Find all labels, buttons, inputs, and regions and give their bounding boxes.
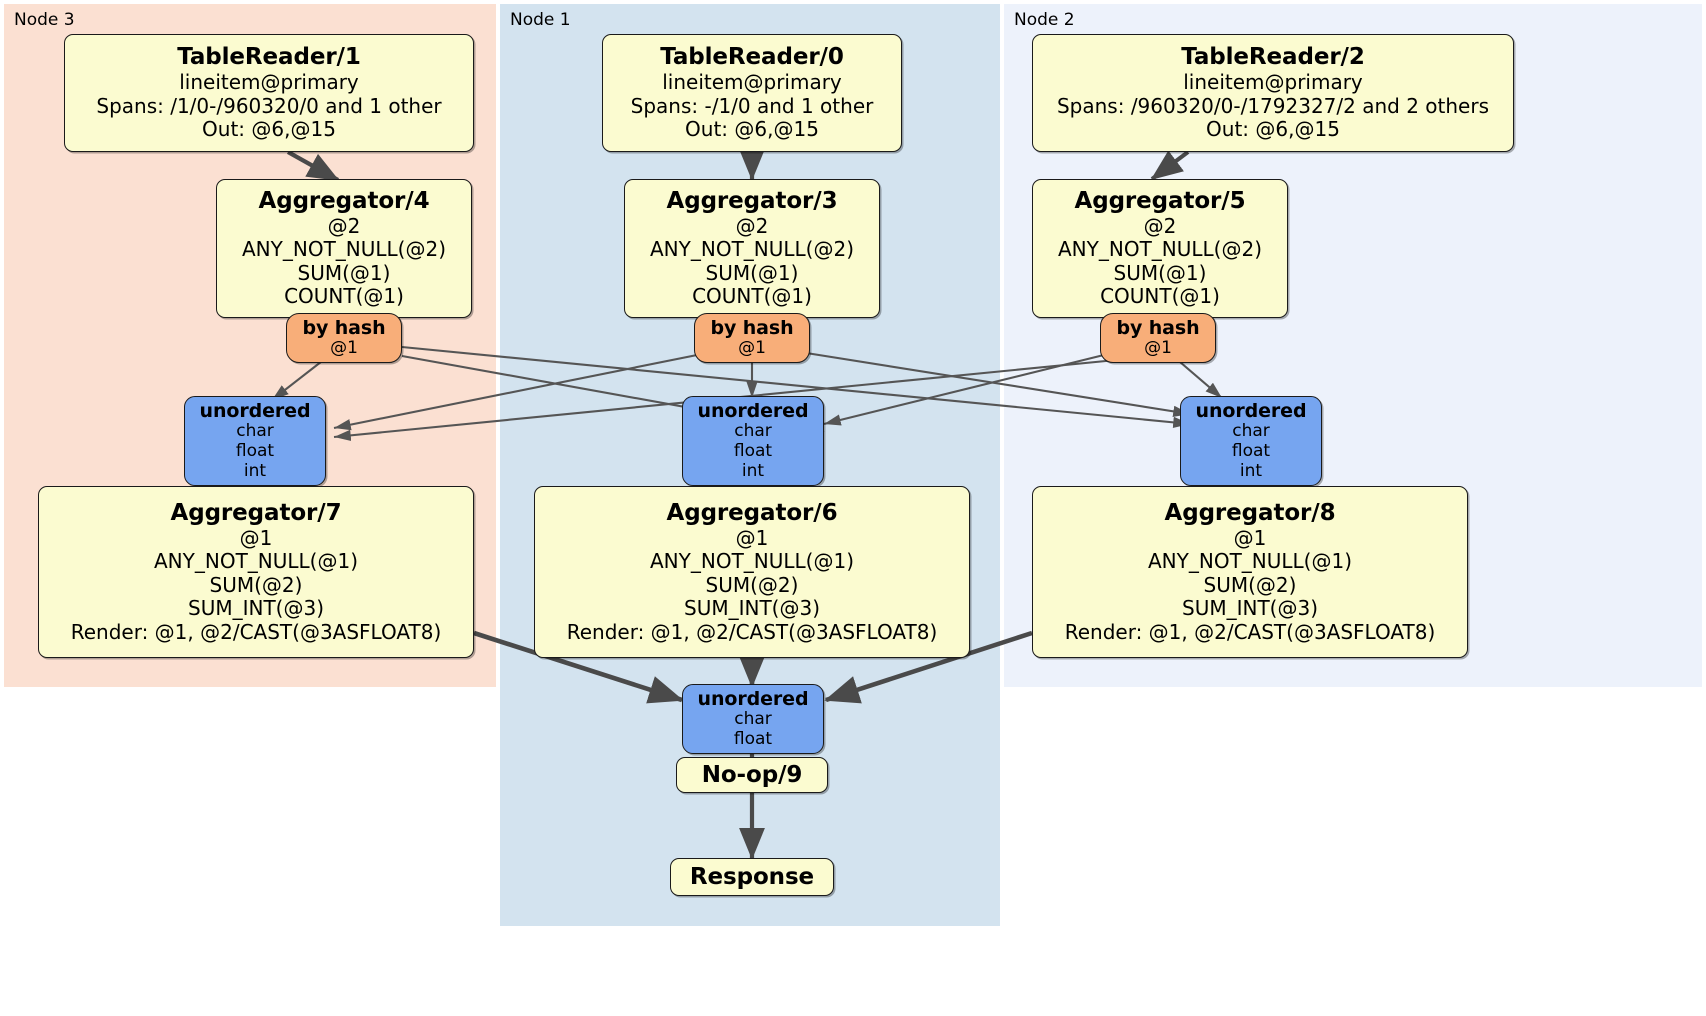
aggregator-6-title: Aggregator/6 [666, 500, 838, 527]
synchronizer-node3-type-float: float [235, 441, 275, 462]
aggregator-8-agg1: ANY_NOT_NULL(@1) [1148, 549, 1352, 574]
hash-router-node1-title: by hash [710, 316, 794, 339]
table-reader-1[interactable]: TableReader/1 lineitem@primary Spans: /1… [64, 34, 474, 152]
synchronizer-node2-type-char: char [1232, 421, 1270, 442]
noop-9[interactable]: No-op/9 [676, 757, 828, 793]
aggregator-5-agg2: SUM(@1) [1113, 260, 1207, 285]
synchronizer-node1-type-int: int [741, 461, 765, 482]
aggregator-6[interactable]: Aggregator/6 @1 ANY_NOT_NULL(@1) SUM(@2)… [534, 486, 970, 658]
table-reader-0-title: TableReader/0 [660, 44, 844, 71]
hash-router-node3-column: @1 [330, 338, 358, 359]
aggregator-7-render: Render: @1, @2/CAST(@3ASFLOAT8) [70, 619, 442, 644]
aggregator-4-group: @2 [327, 213, 361, 238]
hash-router-node3-title: by hash [302, 316, 386, 339]
aggregator-8-title: Aggregator/8 [1164, 500, 1336, 527]
synchronizer-node2-type-float: float [1231, 441, 1271, 462]
synchronizer-node3[interactable]: unordered char float int [184, 396, 326, 486]
noop-9-title: No-op/9 [701, 761, 803, 788]
aggregator-5-agg1: ANY_NOT_NULL(@2) [1058, 237, 1262, 262]
aggregator-5-title: Aggregator/5 [1074, 188, 1246, 214]
table-reader-2-title: TableReader/2 [1181, 44, 1365, 71]
table-reader-2[interactable]: TableReader/2 lineitem@primary Spans: /9… [1032, 34, 1514, 152]
aggregator-3[interactable]: Aggregator/3 @2 ANY_NOT_NULL(@2) SUM(@1)… [624, 179, 880, 318]
synchronizer-node1-type-float: float [733, 441, 773, 462]
aggregator-4-agg3: COUNT(@1) [284, 284, 404, 309]
aggregator-6-group: @1 [735, 525, 769, 550]
aggregator-3-agg1: ANY_NOT_NULL(@2) [650, 237, 854, 262]
aggregator-7-group: @1 [239, 525, 273, 550]
hash-router-node2-column: @1 [1144, 338, 1172, 359]
aggregator-7-title: Aggregator/7 [170, 500, 342, 527]
aggregator-3-agg3: COUNT(@1) [692, 284, 812, 309]
final-synchronizer-type-float: float [733, 729, 773, 750]
aggregator-7[interactable]: Aggregator/7 @1 ANY_NOT_NULL(@1) SUM(@2)… [38, 486, 474, 658]
final-synchronizer-type-char: char [734, 709, 772, 730]
aggregator-4[interactable]: Aggregator/4 @2 ANY_NOT_NULL(@2) SUM(@1)… [216, 179, 472, 318]
aggregator-8[interactable]: Aggregator/8 @1 ANY_NOT_NULL(@1) SUM(@2)… [1032, 486, 1468, 658]
hash-router-node1-column: @1 [738, 338, 766, 359]
final-synchronizer[interactable]: unordered char float [682, 684, 824, 754]
aggregator-3-title: Aggregator/3 [666, 188, 838, 214]
aggregator-7-agg2: SUM(@2) [209, 572, 303, 597]
table-reader-1-table: lineitem@primary [179, 70, 359, 95]
hash-router-node2[interactable]: by hash @1 [1100, 313, 1216, 363]
table-reader-2-table: lineitem@primary [1183, 70, 1363, 95]
table-reader-1-out: Out: @6,@15 [202, 117, 336, 142]
synchronizer-node2-type-int: int [1239, 461, 1263, 482]
aggregator-3-group: @2 [735, 213, 769, 238]
synchronizer-node2[interactable]: unordered char float int [1180, 396, 1322, 486]
response-title: Response [689, 863, 815, 890]
hash-router-node2-title: by hash [1116, 316, 1200, 339]
hash-router-node3[interactable]: by hash @1 [286, 313, 402, 363]
aggregator-8-agg2: SUM(@2) [1203, 572, 1297, 597]
aggregator-5-agg3: COUNT(@1) [1100, 284, 1220, 309]
aggregator-7-agg1: ANY_NOT_NULL(@1) [154, 549, 358, 574]
table-reader-0-spans: Spans: -/1/0 and 1 other [630, 93, 874, 118]
table-reader-2-spans: Spans: /960320/0-/1792327/2 and 2 others [1056, 93, 1489, 118]
synchronizer-node3-title: unordered [199, 400, 311, 423]
node-panel-label-node1: Node 1 [510, 10, 571, 30]
synchronizer-node1-type-char: char [734, 421, 772, 442]
table-reader-1-spans: Spans: /1/0-/960320/0 and 1 other [96, 93, 442, 118]
synchronizer-node1-title: unordered [697, 400, 809, 423]
aggregator-8-render: Render: @1, @2/CAST(@3ASFLOAT8) [1064, 619, 1436, 644]
aggregator-4-agg2: SUM(@1) [297, 260, 391, 285]
aggregator-5[interactable]: Aggregator/5 @2 ANY_NOT_NULL(@2) SUM(@1)… [1032, 179, 1288, 318]
aggregator-6-agg2: SUM(@2) [705, 572, 799, 597]
aggregator-8-agg3: SUM_INT(@3) [1182, 596, 1318, 621]
aggregator-5-group: @2 [1143, 213, 1177, 238]
aggregator-7-agg3: SUM_INT(@3) [188, 596, 324, 621]
aggregator-4-agg1: ANY_NOT_NULL(@2) [242, 237, 446, 262]
response[interactable]: Response [670, 858, 834, 896]
synchronizer-node3-type-int: int [243, 461, 267, 482]
node-panel-label-node2: Node 2 [1014, 10, 1075, 30]
aggregator-6-agg3: SUM_INT(@3) [684, 596, 820, 621]
aggregator-6-render: Render: @1, @2/CAST(@3ASFLOAT8) [566, 619, 938, 644]
aggregator-6-agg1: ANY_NOT_NULL(@1) [650, 549, 854, 574]
table-reader-2-out: Out: @6,@15 [1206, 117, 1340, 142]
final-synchronizer-title: unordered [697, 688, 809, 711]
table-reader-0-table: lineitem@primary [662, 70, 842, 95]
aggregator-8-group: @1 [1233, 525, 1267, 550]
synchronizer-node2-title: unordered [1195, 400, 1307, 423]
table-reader-0[interactable]: TableReader/0 lineitem@primary Spans: -/… [602, 34, 902, 152]
hash-router-node1[interactable]: by hash @1 [694, 313, 810, 363]
synchronizer-node1[interactable]: unordered char float int [682, 396, 824, 486]
table-reader-1-title: TableReader/1 [177, 44, 361, 71]
table-reader-0-out: Out: @6,@15 [685, 117, 819, 142]
aggregator-3-agg2: SUM(@1) [705, 260, 799, 285]
node-panel-label-node3: Node 3 [14, 10, 75, 30]
synchronizer-node3-type-char: char [236, 421, 274, 442]
aggregator-4-title: Aggregator/4 [258, 188, 430, 214]
